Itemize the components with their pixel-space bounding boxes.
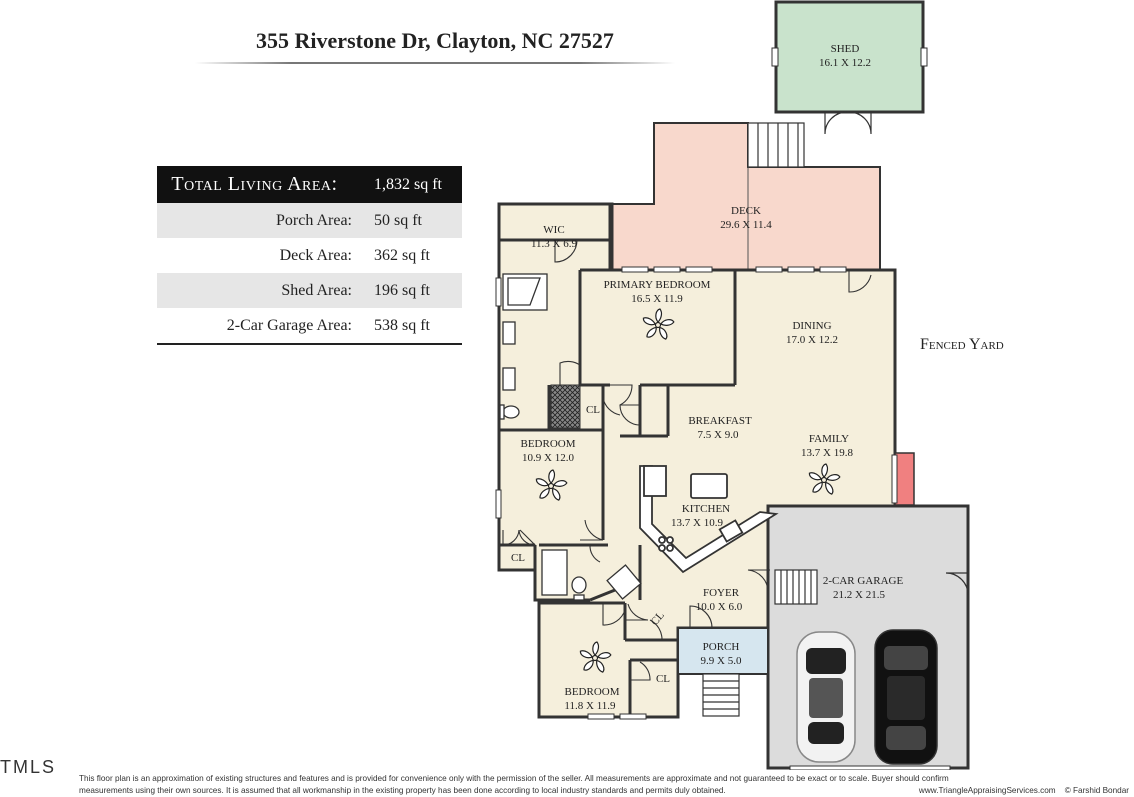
mls-brand: TMLS (0, 757, 57, 777)
shed-door-swing (824, 111, 872, 135)
area-summary-table: Total Living Area: 1,832 sq ft Porch Are… (157, 166, 462, 345)
room-dims-porch: 9.9 X 5.0 (701, 655, 742, 667)
room-dims-family: 13.7 X 19.8 (801, 447, 853, 459)
disclaimer-line-1: This floor plan is an approximation of e… (79, 774, 949, 783)
white-car-icon (796, 631, 856, 763)
area-value: 538 sq ft (374, 316, 430, 334)
room-name-deck: DECK (731, 205, 761, 217)
shower-tile (550, 384, 581, 429)
closet-label: CL (586, 404, 600, 416)
room-dims-primary-bedroom: 16.5 X 11.9 (631, 293, 683, 305)
footer-credits: www.TriangleAppraisingServices.com © Far… (919, 785, 1129, 797)
floor-plan: SHED 16.1 X 12.2 DECK 29.6 X 11.4 WIC 11… (495, 0, 970, 770)
room-dims-bedroom-2: 10.9 X 12.0 (522, 452, 574, 464)
disclaimer-line-2: measurements using their own sources. It… (79, 786, 726, 795)
area-label: 2-Car Garage Area: (226, 316, 352, 334)
area-row-porch: Porch Area: 50 sq ft (157, 203, 462, 238)
closet-label: CL (511, 552, 525, 564)
room-dims-shed: 16.1 X 12.2 (819, 57, 871, 69)
windows (495, 266, 898, 720)
area-label: Shed Area: (281, 281, 352, 299)
porch-outline (677, 627, 769, 675)
fenced-yard-label: Fenced Yard (920, 336, 1004, 353)
room-dims-bedroom-3: 11.8 X 11.9 (564, 700, 616, 712)
room-name-wic: WIC (543, 224, 564, 236)
area-value: 1,832 sq ft (374, 175, 442, 193)
garage-door (789, 765, 951, 770)
door-swings (502, 239, 872, 681)
deck-stairs (747, 122, 805, 168)
room-name-breakfast: BREAKFAST (688, 415, 752, 427)
title-underline (195, 62, 675, 64)
area-value: 362 sq ft (374, 246, 430, 264)
shed-window (920, 47, 928, 67)
porch-stairs (702, 673, 740, 717)
room-dims-garage: 21.2 X 21.5 (833, 589, 885, 601)
area-row-shed: Shed Area: 196 sq ft (157, 273, 462, 308)
closet-label: CL (656, 673, 670, 685)
area-label: Deck Area: (279, 246, 352, 264)
room-name-primary-bedroom: PRIMARY BEDROOM (604, 279, 711, 291)
fireplace (894, 452, 915, 506)
area-value: 50 sq ft (374, 211, 422, 229)
room-name-shed: SHED (831, 43, 860, 55)
deck-outline (611, 122, 881, 271)
disclaimer-line-2-row: measurements using their own sources. It… (79, 785, 1129, 797)
black-car-icon (874, 629, 938, 765)
garage-side-door (945, 572, 969, 596)
shed-window (771, 47, 779, 67)
room-name-porch: PORCH (703, 641, 740, 653)
website-link[interactable]: www.TriangleAppraisingServices.com (918, 786, 1056, 795)
room-name-dining: DINING (792, 320, 831, 332)
room-dims-dining: 17.0 X 12.2 (786, 334, 838, 346)
room-dims-deck: 29.6 X 11.4 (720, 219, 772, 231)
kitchen-counters (639, 465, 779, 574)
room-name-kitchen: KITCHEN (682, 503, 730, 515)
room-name-family: FAMILY (809, 433, 849, 445)
room-dims-breakfast: 7.5 X 9.0 (698, 429, 739, 441)
property-address: 355 Riverstone Dr, Clayton, NC 27527 (256, 28, 614, 53)
room-dims-wic: 11.3 X 6.9 (531, 238, 578, 250)
footer-disclaimer: This floor plan is an approximation of e… (79, 773, 1129, 797)
shed-outline (774, 0, 925, 114)
area-label: Porch Area: (276, 211, 352, 229)
area-row-deck: Deck Area: 362 sq ft (157, 238, 462, 273)
room-name-bedroom-3: BEDROOM (564, 686, 619, 698)
area-row-garage: 2-Car Garage Area: 538 sq ft (157, 308, 462, 343)
area-row-total-living: Total Living Area: 1,832 sq ft (157, 166, 462, 203)
room-name-garage: 2-CAR GARAGE (823, 575, 904, 587)
room-name-bedroom-2: BEDROOM (520, 438, 575, 450)
copyright: © Farshid Bondar (1064, 786, 1129, 795)
room-dims-kitchen: 13.7 X 10.9 (671, 517, 723, 529)
area-value: 196 sq ft (374, 281, 430, 299)
bath-fixtures (499, 273, 642, 601)
room-name-foyer: FOYER (703, 587, 740, 599)
garage-stairs (774, 569, 818, 605)
area-label: Total Living Area: (171, 173, 338, 195)
room-dims-foyer: 10.0 X 6.0 (696, 601, 743, 613)
